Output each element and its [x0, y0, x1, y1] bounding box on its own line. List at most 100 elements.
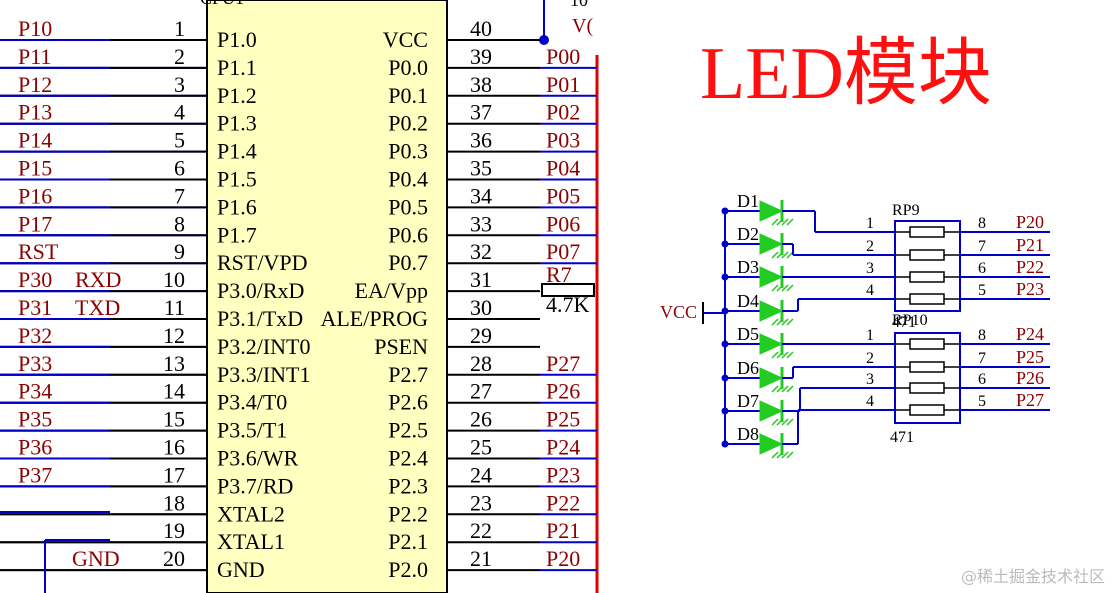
pin-name: P3.1/TxD	[217, 306, 303, 331]
led-light-ray	[781, 218, 789, 226]
led-ref: D7	[737, 391, 759, 411]
pin-name: P0.2	[388, 111, 428, 136]
net-label: P22	[546, 490, 580, 515]
pin-name: XTAL2	[217, 501, 285, 526]
pin-number: 15	[163, 407, 185, 432]
pin-number: 7	[174, 183, 185, 208]
led-light-ray	[786, 418, 794, 426]
led-icon	[759, 266, 784, 288]
led-light-ray	[781, 318, 789, 326]
rp9-element	[909, 226, 945, 238]
net-label: P10	[18, 16, 52, 41]
pin-name: P2.7	[388, 362, 428, 387]
led-light-ray	[781, 451, 789, 459]
net-label: P23	[1016, 279, 1044, 299]
junction-dot	[721, 240, 729, 248]
pin-name: P0.0	[388, 55, 428, 80]
pin-number: 25	[470, 435, 492, 460]
junction-dot	[721, 340, 729, 348]
rp9-element	[909, 271, 945, 283]
led-light-ray	[781, 351, 789, 359]
net-label: P14	[18, 128, 52, 153]
pin-name: P0.3	[388, 139, 428, 164]
pin-name: P1.6	[217, 194, 257, 219]
pin-name: P3.2/INT0	[217, 334, 311, 359]
junction-dot	[721, 440, 729, 448]
led-icon	[759, 300, 784, 322]
net-label: P37	[18, 462, 52, 487]
net-label: P21	[546, 518, 580, 543]
pin-number: 22	[470, 518, 492, 543]
net-label: P01	[546, 72, 580, 97]
pin-name: P0.1	[388, 83, 428, 108]
rp-pin-number: 7	[978, 350, 986, 367]
pin-number: 31	[470, 267, 492, 292]
pin-name: P3.6/WR	[217, 446, 299, 471]
led-light-ray	[776, 385, 784, 393]
led-light-ray	[771, 318, 779, 326]
rp-pin-number: 5	[978, 282, 986, 299]
rp-pin-number: 2	[866, 350, 874, 367]
rp-pin-number: 5	[978, 393, 986, 410]
chip-ref: CPU1	[200, 0, 244, 8]
pin-number: 32	[470, 239, 492, 264]
pin-name: P3.5/T1	[217, 418, 287, 443]
rp-pin-number: 6	[978, 260, 986, 277]
net-label: P21	[1016, 235, 1044, 255]
pin-number: 36	[470, 128, 492, 153]
pin-name: EA/Vpp	[355, 278, 428, 303]
pin-name: ALE/PROG	[320, 306, 428, 331]
pin-number: 2	[174, 44, 185, 69]
rp-pin-number: 4	[866, 393, 874, 410]
led-light-ray	[771, 418, 779, 426]
pin-number: 19	[163, 518, 185, 543]
r7-value: 4.7K	[546, 292, 590, 317]
pin-number: 11	[164, 295, 185, 320]
pin-number: 20	[163, 546, 185, 571]
pin-name: P3.4/T0	[217, 390, 287, 415]
led-icon	[759, 333, 784, 355]
net-label: P16	[18, 183, 52, 208]
pin-number: 5	[174, 128, 185, 153]
led-light-ray	[771, 451, 779, 459]
led-light-ray	[771, 218, 779, 226]
pin-number: 29	[470, 323, 492, 348]
pin-name: P2.2	[388, 501, 428, 526]
pin-number: 38	[470, 72, 492, 97]
pin-name: P2.3	[388, 473, 428, 498]
led-light-ray	[776, 318, 784, 326]
pin-number: 9	[174, 239, 185, 264]
led-ref: D6	[737, 358, 759, 378]
led-light-ray	[781, 284, 789, 292]
r7-body	[541, 283, 595, 297]
watermark: @稀土掘金技术社区	[961, 567, 1105, 586]
rp-pin-number: 3	[866, 371, 874, 388]
led-light-ray	[771, 385, 779, 393]
led-light-ray	[771, 251, 779, 259]
net-label: P31	[18, 295, 52, 320]
led-ref: D3	[737, 257, 759, 277]
led-light-ray	[776, 284, 784, 292]
pin-name: P1.3	[217, 111, 257, 136]
pin-number: 12	[163, 323, 185, 348]
rp-pin-number: 8	[978, 215, 986, 232]
net-label: P07	[546, 239, 580, 264]
led-light-ray	[781, 385, 789, 393]
net-label: P30	[18, 267, 52, 292]
net-label: P15	[18, 156, 52, 181]
led-light-ray	[776, 418, 784, 426]
pin-name: P1.7	[217, 222, 257, 247]
net-label: GND	[72, 546, 120, 571]
net-label: P13	[18, 100, 52, 125]
led-light-ray	[786, 451, 794, 459]
led-light-ray	[786, 385, 794, 393]
junction-dot	[721, 273, 729, 281]
led-module-title: LED模块	[700, 33, 992, 115]
led-icon	[759, 400, 784, 422]
pin-number: 28	[470, 351, 492, 376]
pin-number: 3	[174, 72, 185, 97]
led-light-ray	[776, 451, 784, 459]
led-light-ray	[786, 318, 794, 326]
top-pin-fragment: 10	[570, 0, 588, 10]
pin-number: 1	[174, 16, 185, 41]
